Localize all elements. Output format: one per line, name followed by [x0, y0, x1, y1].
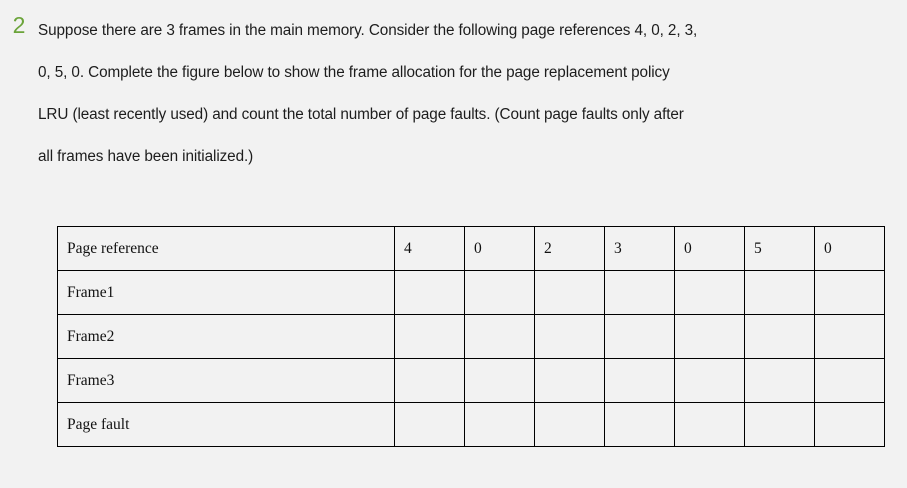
- frame3-cell-2[interactable]: [464, 358, 535, 403]
- page-reference-cell-2[interactable]: 0: [464, 226, 535, 271]
- table-row-frame2: Frame2: [57, 314, 885, 359]
- frame-allocation-table-wrapper: Page reference 4 0 2 3 0 5 0 Frame1: [57, 226, 885, 447]
- row-label-page-reference: Page reference: [57, 226, 395, 271]
- frame1-cell-5[interactable]: [674, 270, 745, 315]
- page-reference-cell-5[interactable]: 0: [674, 226, 745, 271]
- table-row-page-reference: Page reference 4 0 2 3 0 5 0: [57, 226, 885, 271]
- row-label-frame3: Frame3: [57, 358, 395, 403]
- question-text-line-2: 0, 5, 0. Complete the figure below to sh…: [38, 64, 670, 81]
- table-row-page-fault: Page fault: [57, 402, 885, 447]
- frame3-cell-4[interactable]: [604, 358, 675, 403]
- page-fault-cell-2[interactable]: [464, 402, 535, 447]
- frame3-cell-1[interactable]: [394, 358, 465, 403]
- frame2-cell-1[interactable]: [394, 314, 465, 359]
- page-reference-cell-4[interactable]: 3: [604, 226, 675, 271]
- frame3-cell-3[interactable]: [534, 358, 605, 403]
- frame1-cell-2[interactable]: [464, 270, 535, 315]
- question-number: 2: [12, 12, 26, 38]
- frame2-cell-7[interactable]: [814, 314, 885, 359]
- page-fault-cell-5[interactable]: [674, 402, 745, 447]
- page-reference-cell-3[interactable]: 2: [534, 226, 605, 271]
- page-reference-cell-6[interactable]: 5: [744, 226, 815, 271]
- row-label-frame1: Frame1: [57, 270, 395, 315]
- frame2-cell-4[interactable]: [604, 314, 675, 359]
- page-fault-cell-6[interactable]: [744, 402, 815, 447]
- row-label-page-fault: Page fault: [57, 402, 395, 447]
- frame1-cell-1[interactable]: [394, 270, 465, 315]
- table-row-frame3: Frame3: [57, 358, 885, 403]
- frame2-cell-3[interactable]: [534, 314, 605, 359]
- row-label-frame2: Frame2: [57, 314, 395, 359]
- frame3-cell-5[interactable]: [674, 358, 745, 403]
- question-block: 2 Suppose there are 3 frames in the main…: [0, 0, 907, 178]
- question-text-line-4: all frames have been initialized.): [38, 148, 254, 165]
- frame2-cell-5[interactable]: [674, 314, 745, 359]
- question-text: Suppose there are 3 frames in the main m…: [38, 0, 907, 178]
- frame2-cell-2[interactable]: [464, 314, 535, 359]
- frame2-cell-6[interactable]: [744, 314, 815, 359]
- page-fault-cell-3[interactable]: [534, 402, 605, 447]
- frame1-cell-3[interactable]: [534, 270, 605, 315]
- frame-allocation-table: Page reference 4 0 2 3 0 5 0 Frame1: [57, 226, 885, 447]
- frame3-cell-6[interactable]: [744, 358, 815, 403]
- question-text-line-1: Suppose there are 3 frames in the main m…: [38, 22, 698, 39]
- question-text-line-3: LRU (least recently used) and count the …: [38, 106, 684, 123]
- page-reference-cell-1[interactable]: 4: [394, 226, 465, 271]
- page-reference-cell-7[interactable]: 0: [814, 226, 885, 271]
- frame1-cell-6[interactable]: [744, 270, 815, 315]
- page-fault-cell-1[interactable]: [394, 402, 465, 447]
- frame3-cell-7[interactable]: [814, 358, 885, 403]
- frame1-cell-4[interactable]: [604, 270, 675, 315]
- frame1-cell-7[interactable]: [814, 270, 885, 315]
- page-fault-cell-4[interactable]: [604, 402, 675, 447]
- table-row-frame1: Frame1: [57, 270, 885, 315]
- page-fault-cell-7[interactable]: [814, 402, 885, 447]
